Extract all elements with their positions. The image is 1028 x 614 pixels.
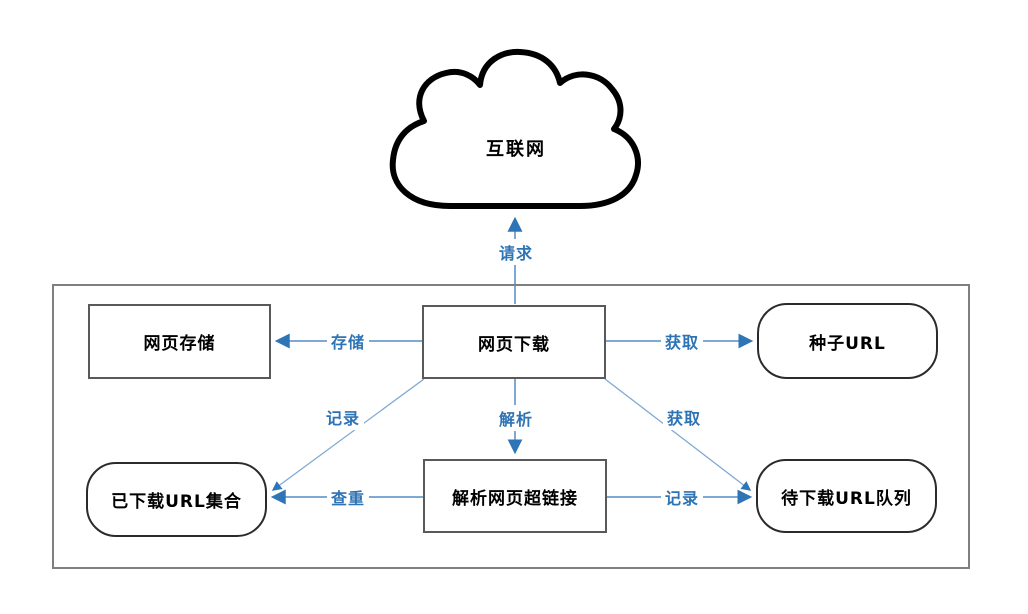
edge-record-set-line (271, 378, 425, 491)
edge-label-fetch-queue: 获取 (662, 404, 706, 430)
edge-label-request: 请求 (494, 239, 538, 265)
node-downloaded-url-set: 已下载URL集合 (86, 462, 267, 537)
cloud-internet-label: 互联网 (486, 139, 546, 160)
cloud-shape (389, 48, 641, 209)
edge-label-record-queue: 记录 (660, 484, 704, 510)
node-web-downloader: 网页下载 (422, 305, 606, 379)
node-parse-hyperlinks: 解析网页超链接 (423, 459, 607, 533)
node-pending-url-queue: 待下载URL队列 (756, 459, 937, 533)
edge-label-dedupe: 查重 (326, 484, 370, 510)
edge-fetch-queue-line (604, 378, 752, 491)
edge-label-parse: 解析 (494, 405, 538, 431)
edge-label-store: 存储 (326, 328, 370, 354)
edge-label-record-set: 记录 (321, 404, 365, 430)
node-web-storage: 网页存储 (88, 304, 271, 379)
node-seed-url: 种子URL (757, 303, 938, 379)
system-boundary-frame (52, 284, 970, 569)
edge-label-fetch-seed: 获取 (660, 328, 704, 354)
